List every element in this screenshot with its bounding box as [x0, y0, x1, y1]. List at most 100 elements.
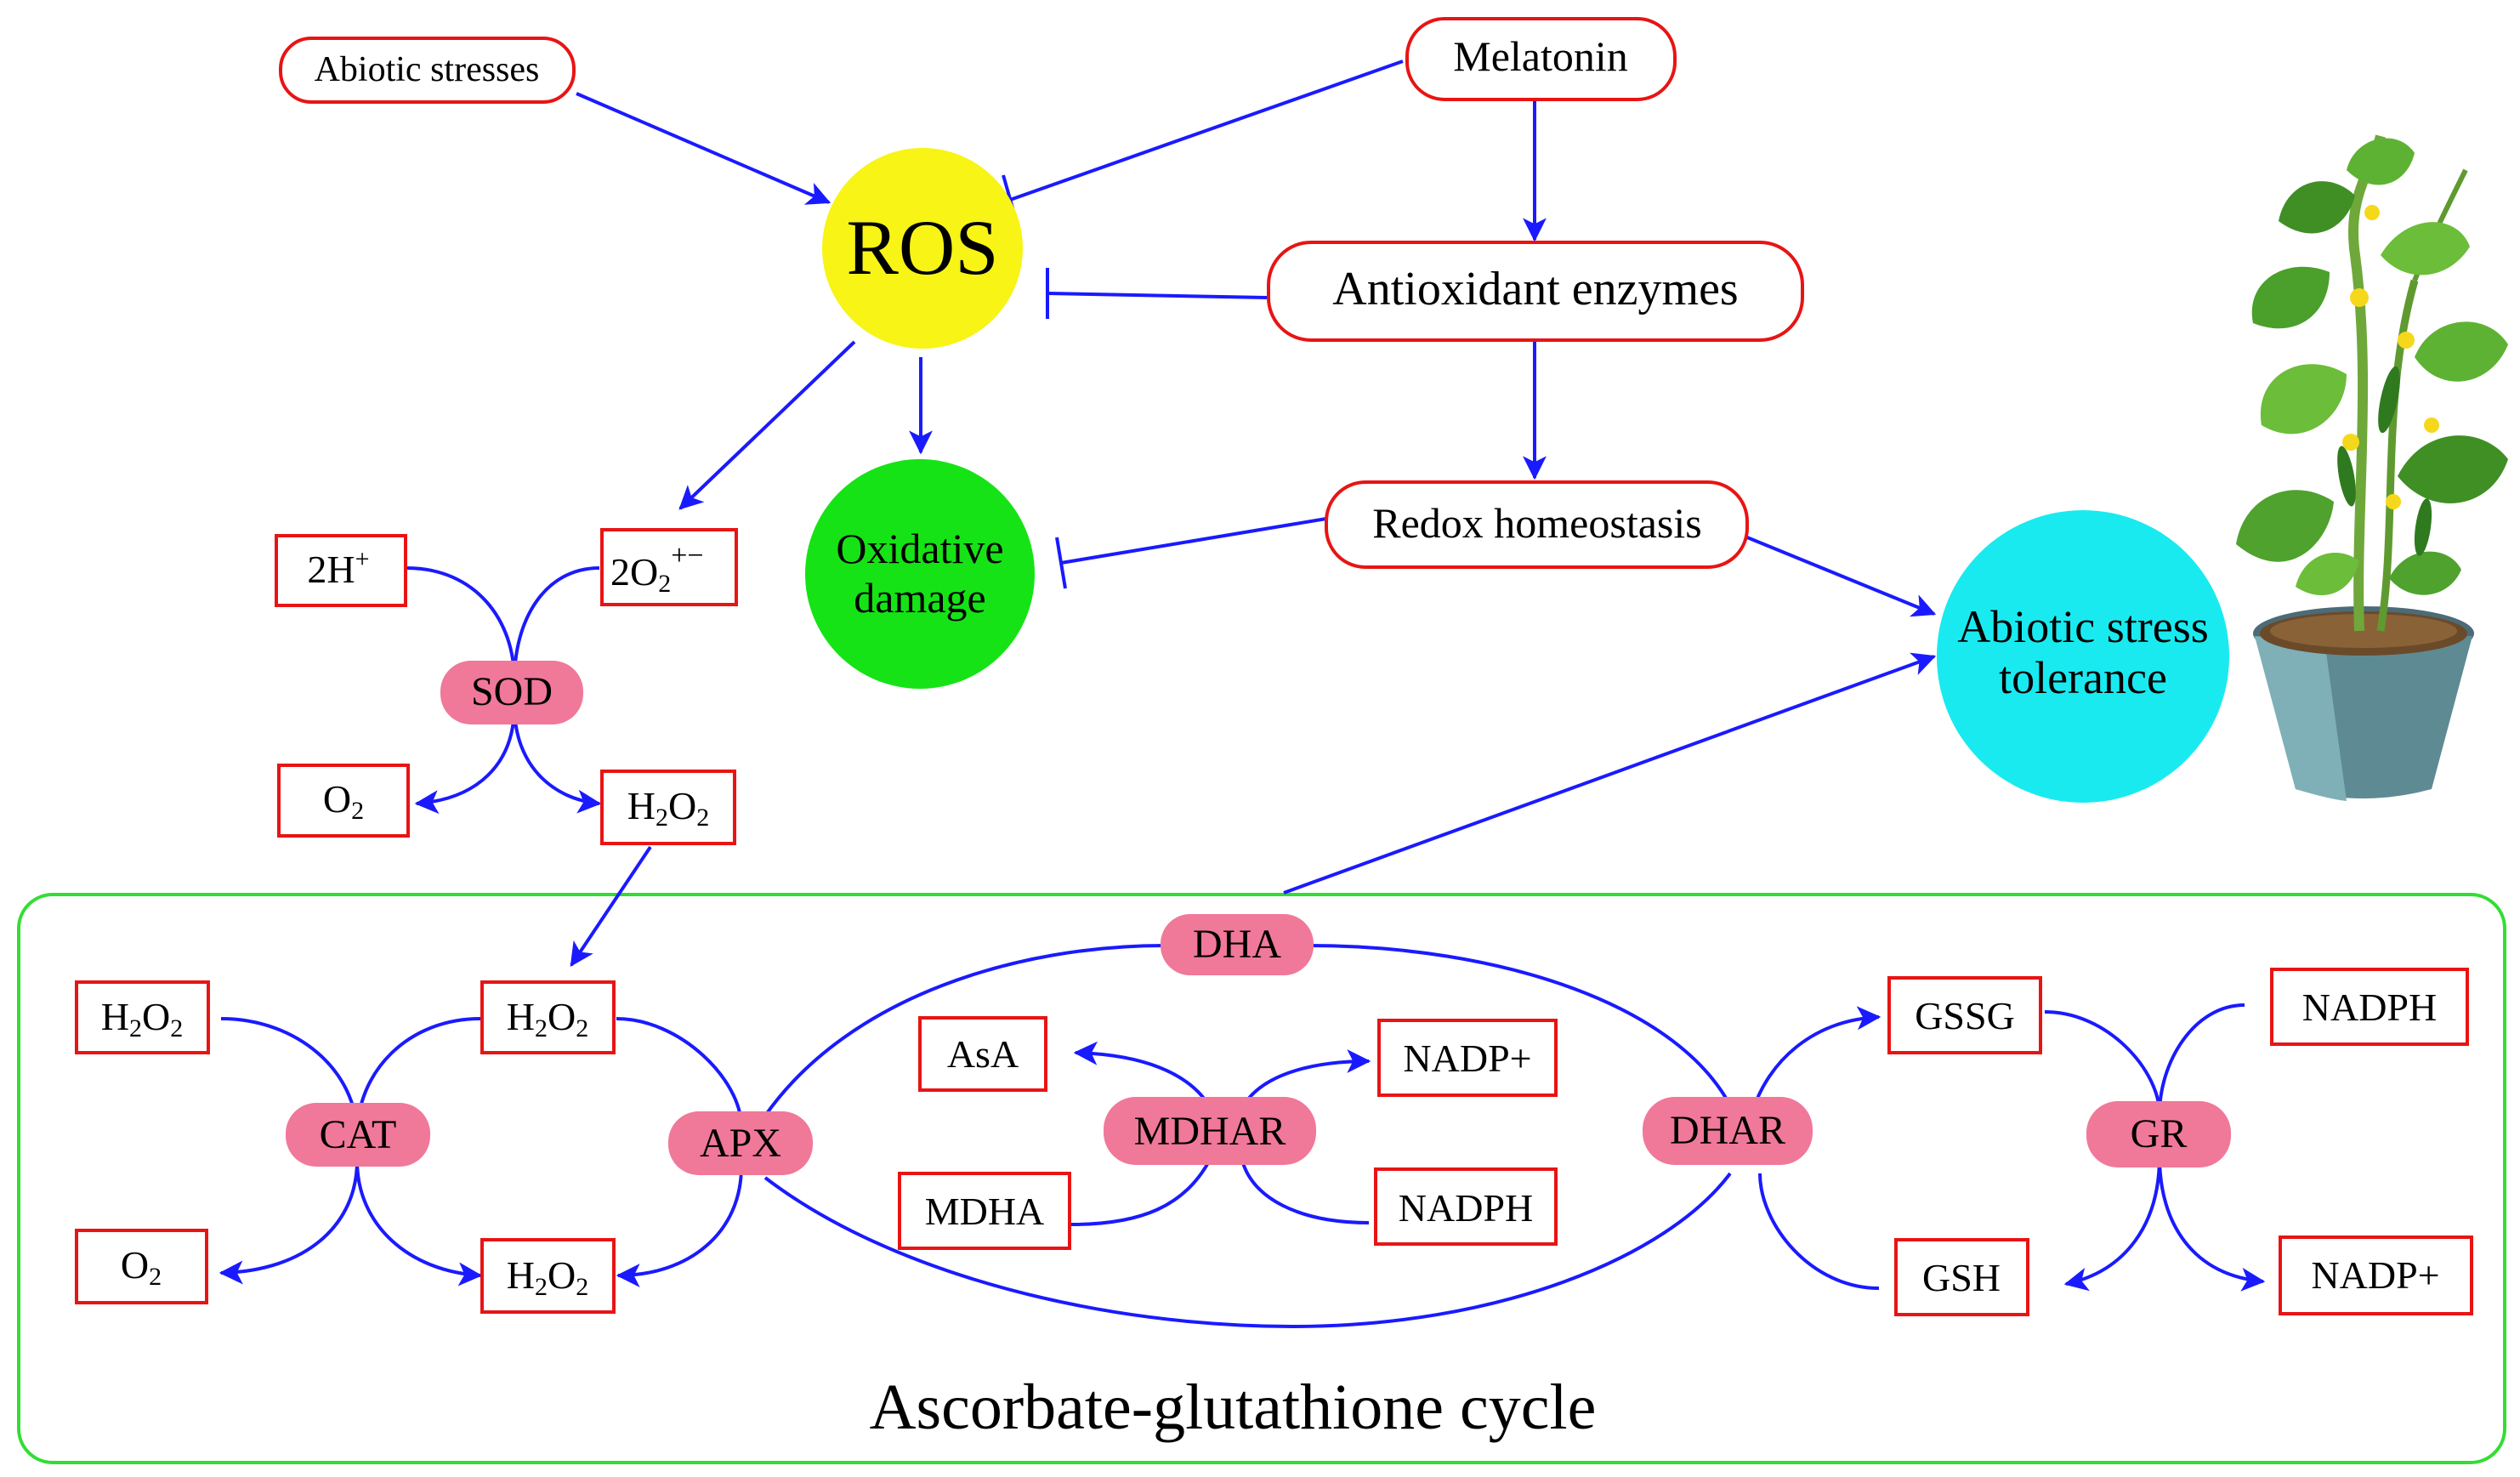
box-mdha: MDHA	[898, 1172, 1071, 1250]
nadp-plus-a-label: NADP+	[1403, 1037, 1531, 1080]
pathway-edges	[219, 60, 2266, 1329]
edge-2h-to-sod	[406, 566, 516, 681]
gssg-label: GSSG	[1915, 994, 2015, 1037]
h2o2-h: H	[627, 784, 656, 827]
edge-mdha-to-mdhar	[1070, 1156, 1213, 1226]
edge-redox-inhibits-damage	[1060, 517, 1327, 565]
dha-label: DHA	[1193, 922, 1281, 967]
edge-redox-to-tolerance	[1746, 536, 1937, 617]
edge-cycle-to-tolerance	[1283, 652, 1937, 895]
edge-apx-to-dha	[763, 944, 1166, 1117]
box-h2o2-output: H2O2	[480, 1238, 616, 1314]
enzyme-mdhar: MDHAR	[1104, 1097, 1316, 1165]
edge-cat-to-h2o2	[355, 1160, 483, 1287]
tolerance-line1: Abiotic stress	[1957, 601, 2208, 652]
box-2h-plus: 2H+	[275, 534, 407, 607]
edge-nadph-to-mdhar	[1240, 1156, 1370, 1224]
box-o2-cat-output: O2	[75, 1229, 208, 1304]
apx-label: APX	[700, 1121, 781, 1166]
edge-ros-to-superoxide	[678, 340, 856, 510]
nadph-b-label: NADPH	[2302, 986, 2437, 1029]
abiotic-stresses-label: Abiotic stresses	[315, 50, 540, 89]
svg-text:2H+: 2H+	[307, 545, 369, 591]
nadp-plus-b-label: NADP+	[2311, 1253, 2439, 1297]
edge-sod-to-h2o2	[513, 705, 602, 814]
melatonin-label: Melatonin	[1453, 32, 1628, 80]
svg-text:O2: O2	[121, 1243, 162, 1291]
edge-dha-to-dhar	[1308, 944, 1736, 1115]
svg-text:O2: O2	[323, 777, 364, 825]
edge-redox-inhibits-damage-bar	[1055, 537, 1067, 589]
edge-antioxidant-inhibits-ros	[1047, 292, 1268, 299]
box-h2o2-cat-input: H2O2	[75, 980, 210, 1054]
svg-text:2O2+−: 2O2+−	[610, 540, 704, 598]
h2o2-sub1: 2	[656, 804, 668, 832]
2o2-superscript: +−	[671, 540, 703, 571]
dhar-label: DHAR	[1670, 1108, 1785, 1153]
enzyme-dha: DHA	[1161, 914, 1314, 975]
enzyme-dhar: DHAR	[1643, 1097, 1813, 1165]
edge-gr-to-nadp	[2158, 1156, 2266, 1292]
antioxidant-enzymes-label: Antioxidant enzymes	[1332, 263, 1738, 315]
2h-text: 2H	[307, 548, 355, 591]
edge-h2o2-to-apx	[616, 1017, 743, 1128]
mdhar-label: MDHAR	[1134, 1109, 1286, 1154]
mdha-label: MDHA	[925, 1190, 1045, 1233]
box-nadph-a: NADPH	[1374, 1167, 1558, 1246]
cat-label: CAT	[320, 1112, 397, 1157]
node-oxidative-damage: Oxidative damage	[805, 459, 1035, 689]
ros-label: ROS	[847, 204, 999, 291]
box-superoxide: 2O2+−	[600, 528, 738, 606]
ascorbate-glutathione-cycle-frame	[17, 893, 2506, 1464]
enzyme-apx: APX	[668, 1111, 813, 1175]
svg-text:H2O2: H2O2	[627, 784, 709, 832]
h2o2-o: O	[668, 784, 696, 827]
enzyme-cat: CAT	[286, 1103, 430, 1167]
o2-subscript: 2	[351, 797, 364, 825]
2o2-subscript: 2	[658, 570, 671, 598]
enzyme-sod: SOD	[440, 661, 583, 724]
box-nadp-plus-b: NADP+	[2279, 1236, 2473, 1315]
svg-text:H2O2: H2O2	[507, 1253, 588, 1301]
edge-apx-to-dhar-bottom	[763, 1172, 1732, 1329]
svg-text:H2O2: H2O2	[507, 995, 588, 1042]
o2-text: O	[323, 777, 351, 821]
gsh-label: GSH	[1922, 1256, 2001, 1299]
edge-dhar-to-gssg	[1751, 1006, 1881, 1111]
h2o2-sub2: 2	[696, 804, 709, 832]
potted-cucumber-plant-icon	[2236, 134, 2508, 801]
node-abiotic-stresses: Abiotic stresses	[279, 37, 576, 104]
edge-2o2-to-sod	[513, 566, 600, 681]
tolerance-line2: tolerance	[1999, 652, 2167, 703]
edge-gssg-to-gr	[2044, 1010, 2161, 1115]
node-melatonin: Melatonin	[1405, 17, 1677, 101]
asa-label: AsA	[947, 1032, 1019, 1076]
gr-label: GR	[2131, 1111, 2188, 1156]
2o2-text: 2O	[610, 550, 658, 594]
cycle-title: Ascorbate-glutathione cycle	[870, 1372, 1597, 1443]
nadph-a-label: NADPH	[1399, 1186, 1533, 1230]
2h-superscript: +	[355, 545, 370, 573]
node-redox-homeostasis: Redox homeostasis	[1325, 480, 1749, 569]
oxidative-damage-line1: Oxidative	[836, 525, 1003, 572]
edge-apx-to-h2o2	[616, 1166, 743, 1287]
svg-text:H2O2: H2O2	[101, 995, 183, 1042]
edge-melatonin-inhibits-ros	[1009, 60, 1404, 202]
box-gsh: GSH	[1894, 1238, 2029, 1316]
node-ros: ROS	[822, 148, 1023, 349]
edge-h2o2-to-cycle-h2o2	[570, 845, 652, 967]
box-o2-sod: O2	[277, 764, 410, 838]
edge-abiotic-to-ros	[576, 92, 831, 205]
edge-sod-to-o2	[414, 705, 516, 815]
edge-gr-to-gsh	[2063, 1156, 2161, 1292]
box-asa: AsA	[918, 1016, 1047, 1092]
oxidative-damage-line2: damage	[854, 574, 985, 622]
edge-nadph-to-gr	[2158, 1003, 2245, 1115]
redox-homeostasis-label: Redox homeostasis	[1372, 499, 1701, 547]
node-abiotic-stress-tolerance: Abiotic stress tolerance	[1937, 510, 2229, 803]
edge-gsh-to-dhar	[1758, 1173, 1880, 1290]
box-nadp-plus-a: NADP+	[1377, 1019, 1558, 1097]
box-h2o2-apx-input: H2O2	[480, 980, 616, 1054]
edge-cat-to-o2	[219, 1160, 359, 1285]
